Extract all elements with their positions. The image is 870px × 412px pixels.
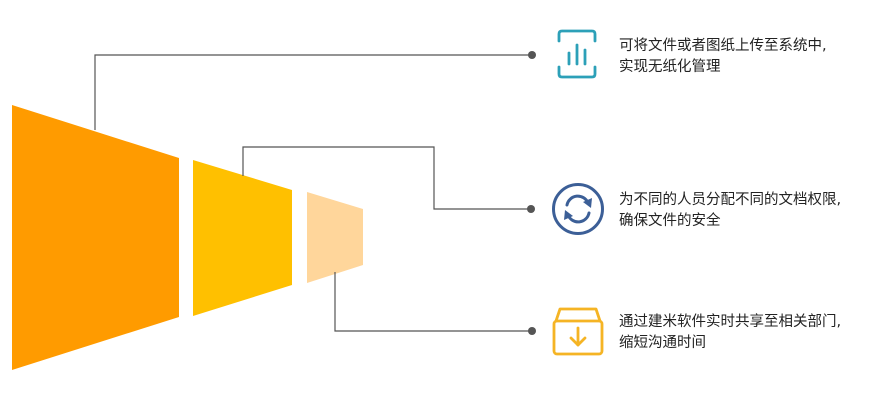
connector-dot-3 [528,327,536,335]
download-box-icon [552,307,604,356]
connector-2 [242,146,531,210]
item-3-text: 通过建米软件实时共享至相关部门, 缩短沟通时间 [619,312,869,354]
connector-1 [94,54,532,130]
connector-3 [334,272,532,332]
item-2-line-2: 确保文件的安全 [619,213,721,229]
item-1-line-1: 可将文件或者图纸上传至系统中, [619,38,827,54]
item-1-line-2: 实现无纸化管理 [619,59,721,75]
bar-chart-icon [557,29,597,79]
refresh-icon [552,183,604,235]
item-3-line-2: 缩短沟通时间 [619,335,706,351]
item-2-line-1: 为不同的人员分配不同的文档权限, [619,192,842,208]
item-1-text: 可将文件或者图纸上传至系统中, 实现无纸化管理 [619,36,869,78]
funnel-segment-small [307,192,363,283]
item-3-line-1: 通过建米软件实时共享至相关部门, [619,314,842,330]
connector-dot-1 [528,51,536,59]
connector-dot-2 [527,205,535,213]
funnel-segment-large [12,105,179,370]
item-2-text: 为不同的人员分配不同的文档权限, 确保文件的安全 [619,190,869,232]
refresh-arrowheads [564,198,592,220]
funnel-segment-medium [193,160,292,316]
